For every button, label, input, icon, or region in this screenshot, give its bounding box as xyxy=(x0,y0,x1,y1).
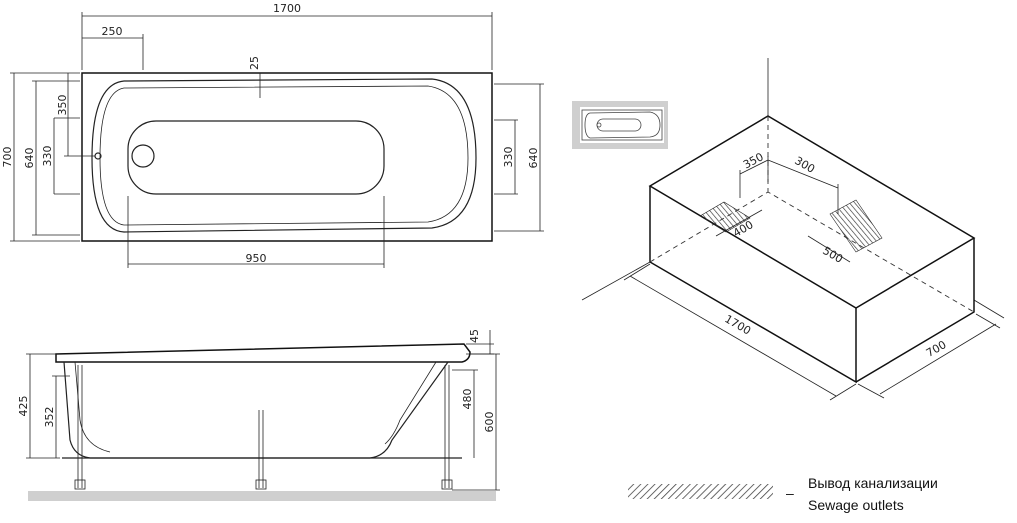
side-view: 425 352 45 480 600 xyxy=(17,329,500,501)
dim-top-25: 25 xyxy=(248,56,261,70)
dim-iso-1700: 1700 xyxy=(722,312,753,337)
tub-outer-outline xyxy=(81,72,493,242)
dim-top-250: 250 xyxy=(102,25,123,38)
wall-floor-line-left xyxy=(581,261,651,301)
leg-foot xyxy=(74,479,86,490)
dim-top-700: 700 xyxy=(1,147,14,168)
dim-iso-350: 350 xyxy=(741,150,766,171)
box-side-face xyxy=(855,238,975,383)
sewage-hatch-swatch xyxy=(628,484,773,499)
box-top-face xyxy=(648,115,976,309)
tub-inner-outline xyxy=(91,78,477,233)
tub-bottom-plate xyxy=(127,120,385,195)
legend-label-en: Sewage outlets xyxy=(808,497,904,513)
dim-top-640-right: 640 xyxy=(527,148,540,169)
dim-side-45: 45 xyxy=(468,329,481,343)
sewage-outlet-left xyxy=(699,201,751,233)
tub-rim-side xyxy=(55,343,471,363)
tub-body-side xyxy=(63,361,449,459)
dim-top-330-left: 330 xyxy=(41,146,54,167)
legend-label-ru: Вывод канализации xyxy=(808,475,938,491)
leg-foot xyxy=(441,479,453,490)
sewage-outlet-right xyxy=(829,199,883,253)
dim-iso-300: 300 xyxy=(792,154,817,176)
box-front-face xyxy=(649,186,857,384)
legend-dash: – xyxy=(786,485,794,501)
dim-top-950: 950 xyxy=(246,252,267,265)
tub-rim-line xyxy=(99,85,469,226)
dim-top-640-left: 640 xyxy=(23,148,36,169)
drain-hole xyxy=(131,144,155,168)
dim-iso-500: 500 xyxy=(820,244,845,266)
dim-side-352: 352 xyxy=(43,407,56,428)
dim-top-350: 350 xyxy=(56,95,69,116)
bathtub-thumbnail xyxy=(572,101,668,149)
dim-iso-700: 700 xyxy=(924,338,949,360)
top-view: 1700 250 25 700 640 350 330 640 3 xyxy=(1,2,544,268)
dim-side-600: 600 xyxy=(483,412,496,433)
dim-side-480: 480 xyxy=(461,389,474,410)
dim-side-425: 425 xyxy=(17,396,30,417)
dim-top-330-right: 330 xyxy=(502,147,515,168)
legend: – Вывод канализации Sewage outlets xyxy=(628,475,938,513)
dim-top-1700: 1700 xyxy=(273,2,301,15)
leg-foot xyxy=(255,479,267,490)
floor xyxy=(28,491,496,501)
wall-floor-line-right xyxy=(973,299,1005,319)
